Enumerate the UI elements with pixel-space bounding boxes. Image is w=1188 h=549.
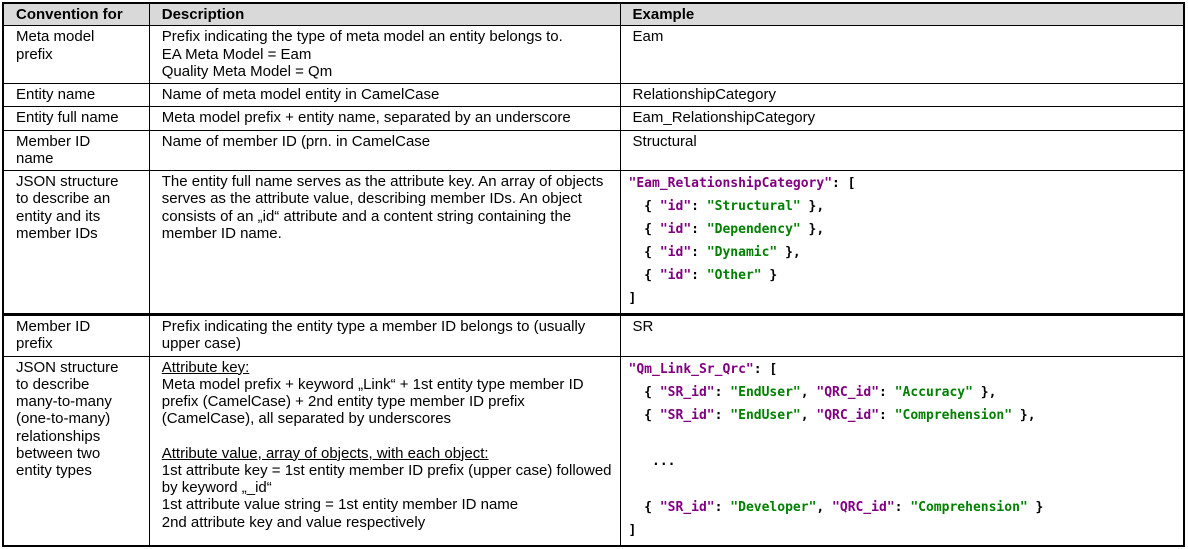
- column-header-example: Example: [619, 2, 1185, 27]
- table-row: Member ID name Name of member ID (prn. in…: [2, 129, 1185, 171]
- example-cell: Structural: [619, 129, 1185, 171]
- example-text: Eam_RelationshipCategory: [632, 109, 816, 127]
- code-line: [629, 427, 1177, 450]
- description-cell: Name of member ID (prn. in CamelCase: [148, 129, 621, 171]
- convention-cell: JSON structure to describe many-to-many …: [2, 355, 150, 546]
- convention-cell: Meta model prefix: [2, 25, 150, 84]
- convention-cell: JSON structure to describe an entity and…: [2, 170, 150, 316]
- code-line: "Eam_RelationshipCategory": [: [628, 176, 856, 191]
- description-line: Name of meta model entity in CamelCase: [161, 86, 440, 103]
- description-cell: Name of meta model entity in CamelCase: [148, 82, 621, 108]
- example-cell: RelationshipCategory: [619, 82, 1185, 108]
- description-line: The entity full name serves as the attri…: [161, 173, 604, 242]
- description-line: Meta model prefix + keyword „Link“ + 1st…: [161, 375, 584, 428]
- description-line: 1st attribute key = 1st entity member ID…: [161, 461, 612, 496]
- description-cell: Attribute key:Meta model prefix + keywor…: [148, 355, 621, 546]
- example-cell: Eam: [619, 25, 1185, 84]
- description-line: Meta model prefix + entity name, separat…: [161, 109, 571, 127]
- code-line: { "id": "Other" }: [628, 268, 778, 283]
- code-line: "Qm_Link_Sr_Qrc": [: [628, 361, 778, 377]
- example-cell: SR: [619, 314, 1185, 357]
- code-line: [629, 473, 1177, 496]
- code-line: { "id": "Structural" },: [628, 199, 825, 214]
- example-cell: "Eam_RelationshipCategory": [ { "id": "S…: [619, 170, 1185, 316]
- table-row: Member ID prefix Prefix indicating the en…: [2, 314, 1185, 357]
- description-line: Attribute value, array of objects, with …: [161, 444, 489, 462]
- example-text: Structural: [632, 132, 697, 150]
- code-line: ]: [628, 291, 637, 306]
- column-header-convention-for: Convention for: [2, 2, 150, 27]
- table-row: Entity name Name of meta model entity in …: [2, 82, 1185, 108]
- description-line: 2nd attribute key and value respectively: [161, 513, 426, 531]
- description-cell: The entity full name serves as the attri…: [148, 170, 621, 316]
- description-line: Prefix indicating the type of meta model…: [161, 28, 563, 46]
- description-cell: Prefix indicating the entity type a memb…: [148, 314, 621, 357]
- column-header-description: Description: [148, 2, 621, 27]
- table-row: JSON structure to describe an entity and…: [2, 170, 1185, 316]
- example-text: SR: [632, 318, 654, 335]
- code-line: { "id": "Dependency" },: [628, 222, 825, 237]
- json-code-block: "Qm_Link_Sr_Qrc": [ { "SR_id": "EndUser"…: [629, 358, 1177, 542]
- code-line: ...: [628, 453, 676, 469]
- code-line: ]: [628, 522, 637, 538]
- convention-cell: Entity name: [2, 82, 150, 108]
- json-code-block: "Eam_RelationshipCategory": [ { "id": "S…: [629, 172, 1177, 310]
- code-line: { "SR_id": "Developer", "QRC_id": "Compr…: [628, 499, 1044, 515]
- description-line: Attribute key:: [161, 358, 250, 376]
- description-cell: Meta model prefix + entity name, separat…: [148, 106, 621, 131]
- description-cell: Prefix indicating the type of meta model…: [148, 25, 621, 84]
- convention-cell: Entity full name: [2, 106, 150, 131]
- description-line: Prefix indicating the entity type a memb…: [161, 318, 586, 353]
- example-cell: Eam_RelationshipCategory: [619, 106, 1185, 131]
- convention-cell: Member ID prefix: [2, 314, 150, 357]
- code-line: { "SR_id": "EndUser", "QRC_id": "Compreh…: [628, 407, 1036, 423]
- table-row: Meta model prefix Prefix indicating the t…: [2, 25, 1185, 84]
- table-row: JSON structure to describe many-to-many …: [2, 355, 1185, 546]
- description-spacer: [162, 428, 614, 445]
- example-cell: "Qm_Link_Sr_Qrc": [ { "SR_id": "EndUser"…: [619, 355, 1185, 546]
- description-line: 1st attribute value string = 1st entity …: [161, 496, 519, 514]
- example-text: Eam: [632, 28, 664, 46]
- table-header-row: Convention for Description Example: [2, 2, 1185, 27]
- description-line: Name of member ID (prn. in CamelCase: [161, 132, 431, 150]
- description-line: Quality Meta Model = Qm: [161, 62, 333, 80]
- convention-cell: Member ID name: [2, 129, 150, 171]
- code-line: { "SR_id": "EndUser", "QRC_id": "Accurac…: [628, 384, 997, 400]
- code-line: { "id": "Dynamic" },: [628, 245, 801, 260]
- description-line: EA Meta Model = Eam: [161, 45, 312, 63]
- example-text: RelationshipCategory: [632, 86, 776, 103]
- table-row: Entity full name Meta model prefix + enti…: [2, 106, 1185, 131]
